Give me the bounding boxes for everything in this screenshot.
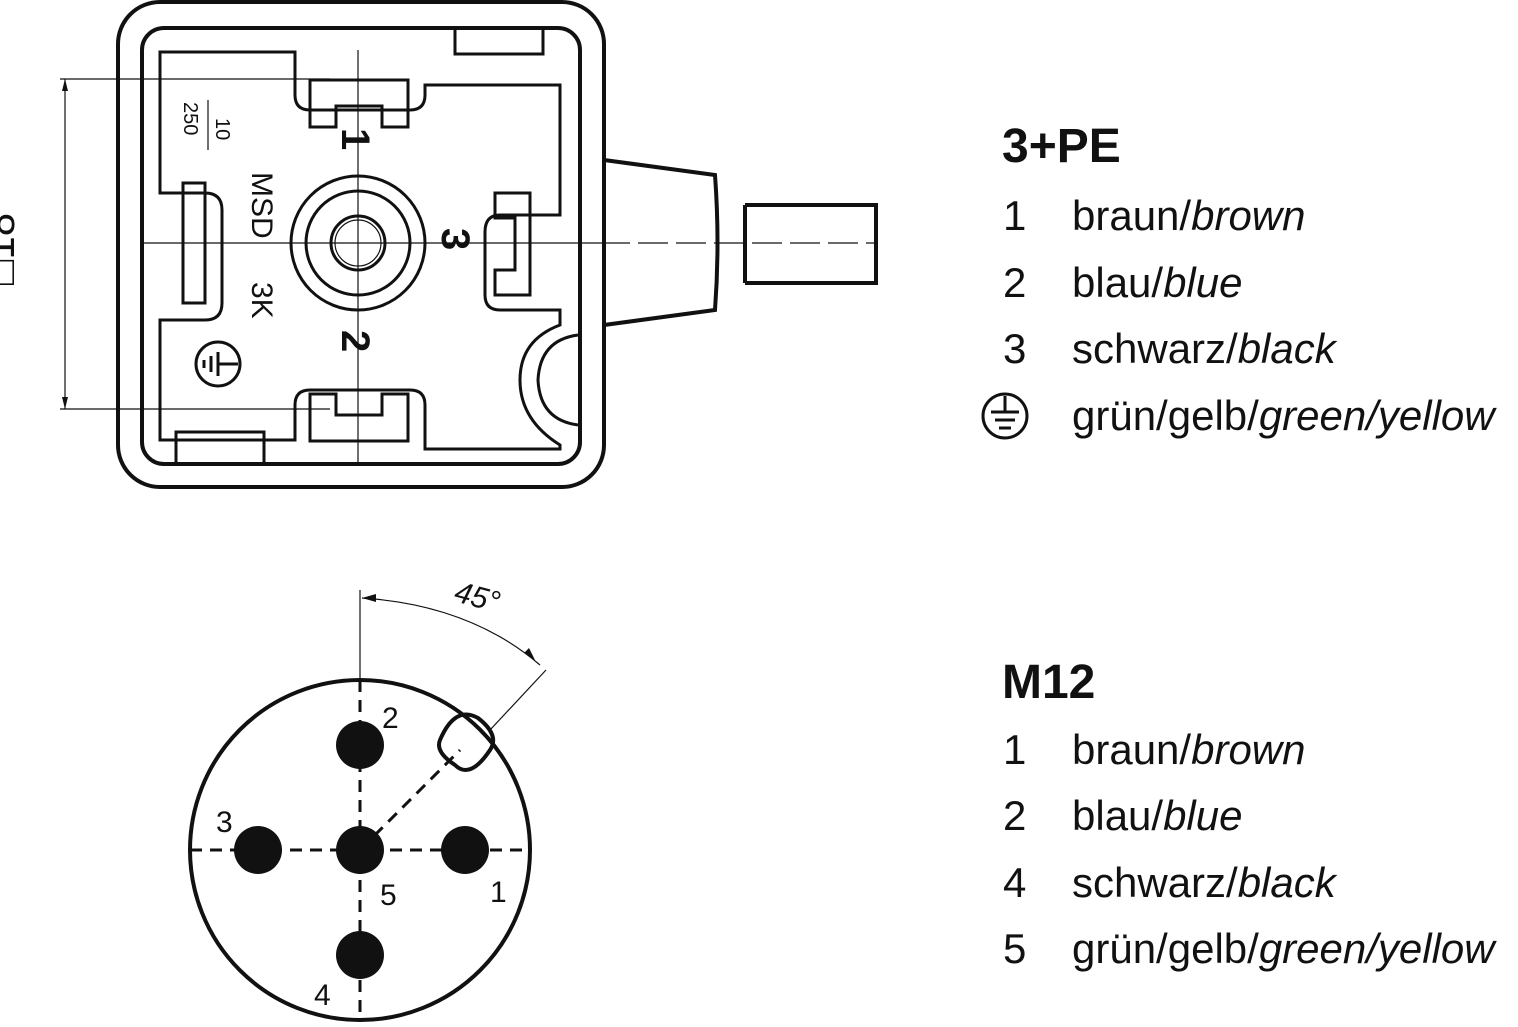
m12-pin-1 xyxy=(441,826,489,874)
legend-num: 2 xyxy=(1003,792,1026,839)
legend-text-part: blau/ xyxy=(1072,792,1163,839)
legend-title: M12 xyxy=(1002,656,1095,709)
legend-text-part: black xyxy=(1238,859,1338,906)
legend-num: 5 xyxy=(1003,925,1026,972)
legend-3pe: 3+PE 1 braun/brown 2 blau/blue 3 schwarz… xyxy=(981,120,1497,440)
dimension-label: □18 xyxy=(0,213,23,285)
m12-pin-label-4: 4 xyxy=(314,979,331,1012)
dimension-18: □18 xyxy=(0,78,330,410)
m12-pin-4 xyxy=(336,931,384,979)
legend-text-part: schwarz/ xyxy=(1072,859,1238,906)
m12-connector-face: 2 3 5 1 4 45° xyxy=(188,576,547,1022)
legend-text: grün/gelb/green/yellow xyxy=(1072,392,1497,439)
legend-text-part: braun/ xyxy=(1072,192,1191,239)
m12-pin-label-5: 5 xyxy=(380,879,397,912)
legend-text: blau/blue xyxy=(1072,259,1242,306)
legend-title: 3+PE xyxy=(1002,120,1121,173)
legend-text-part: blue xyxy=(1163,792,1242,839)
legend-text-part: braun/ xyxy=(1072,726,1191,773)
legend-text: blau/blue xyxy=(1072,792,1242,839)
legend-num: 3 xyxy=(1003,325,1026,372)
legend-num: 4 xyxy=(1003,859,1026,906)
legend-text-part: blau/ xyxy=(1072,259,1163,306)
earth-icon xyxy=(194,340,242,388)
rating-fraction-bottom: 250 xyxy=(179,102,201,135)
legend-text-part: green/yellow xyxy=(1259,392,1497,439)
legend-num: 1 xyxy=(1003,192,1026,239)
legend-text: grün/gelb/green/yellow xyxy=(1072,925,1497,972)
m12-pin-2 xyxy=(336,721,384,769)
legend-text-part: brown xyxy=(1191,726,1305,773)
m12-pin-label-2: 2 xyxy=(382,702,399,735)
pin-label-2: 2 xyxy=(333,330,377,352)
valve-connector-housing: 1 2 3 MSD 3K 10 250 xyxy=(116,0,878,489)
m12-pin-5 xyxy=(336,826,384,874)
model-mark: 3K xyxy=(245,282,278,319)
legend-m12: M12 1 braun/brown 2 blau/blue 4 schwarz/… xyxy=(1002,656,1497,972)
legend-text-part: blue xyxy=(1163,259,1242,306)
rating-fraction-top: 10 xyxy=(211,118,233,140)
legend-text-part: grün/gelb/ xyxy=(1072,392,1259,439)
m12-pin-3 xyxy=(234,826,282,874)
legend-text-part: green/yellow xyxy=(1259,925,1497,972)
pin-label-3: 3 xyxy=(433,228,477,250)
angle-label: 45° xyxy=(451,576,503,620)
legend-text-part: brown xyxy=(1191,192,1305,239)
earth-icon xyxy=(981,392,1029,440)
legend-text-part: black xyxy=(1238,325,1338,372)
legend-text: braun/brown xyxy=(1072,726,1306,773)
legend-text: schwarz/black xyxy=(1072,325,1338,372)
legend-text: braun/brown xyxy=(1072,192,1306,239)
legend-text-part: schwarz/ xyxy=(1072,325,1238,372)
msd-mark: MSD xyxy=(245,172,278,239)
legend-text-part: grün/gelb/ xyxy=(1072,925,1259,972)
legend-text: schwarz/black xyxy=(1072,859,1338,906)
m12-pin-label-1: 1 xyxy=(490,876,507,909)
legend-num: 1 xyxy=(1003,726,1026,773)
legend-num: 2 xyxy=(1003,259,1026,306)
pin-label-1: 1 xyxy=(333,128,377,150)
m12-pin-label-3: 3 xyxy=(216,806,233,839)
